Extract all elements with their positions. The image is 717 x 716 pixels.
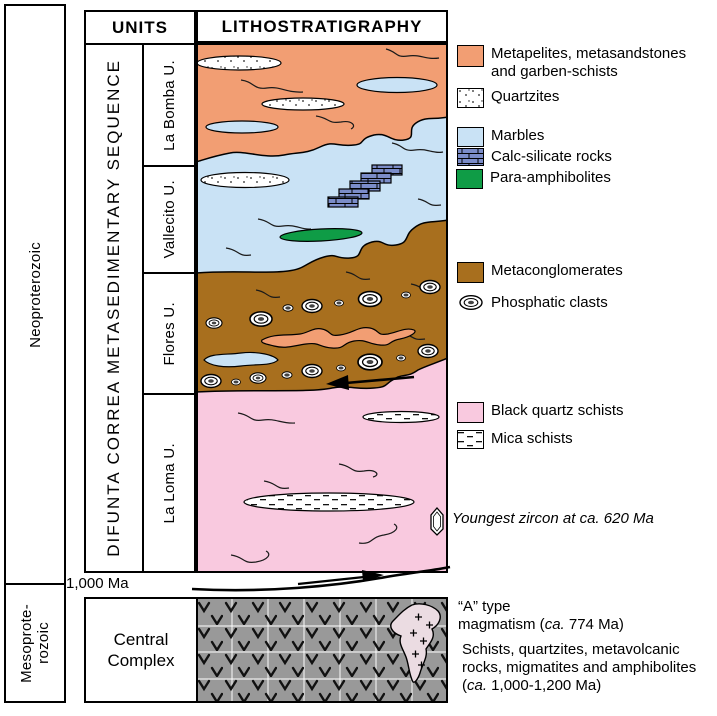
lithostratigraphy-header-label: LITHOSTRATIGRAPHY xyxy=(221,16,423,36)
litho-column xyxy=(196,43,448,573)
shear-arrow-tail xyxy=(297,575,365,586)
legend-phosphatic-clasts: Phosphatic clasts xyxy=(458,294,608,312)
legend-phosphatic-clasts-label: Phosphatic clasts xyxy=(491,294,608,311)
phosphatic-clast-icon xyxy=(459,294,483,311)
units-header-divider xyxy=(86,43,194,45)
era-neoproterozoic-label: Neoproterozoic xyxy=(26,241,44,348)
unit-row-flores: Flores U. xyxy=(144,274,194,393)
calc-silicate-swatch xyxy=(457,148,484,166)
para-amphibolite-lens xyxy=(279,228,363,242)
legend-marbles-label: Marbles xyxy=(491,127,545,144)
sequence-label: DIFUNTA CORREA METASEDIMENTARY SEQUENCE xyxy=(104,59,123,557)
unit-row-la-loma: La Loma U. xyxy=(144,395,194,571)
unit-divider-3 xyxy=(144,393,194,395)
sequence-column: DIFUNTA CORREA METASEDIMENTARY SEQUENCE xyxy=(86,45,142,571)
unit-row-la-bomba: La Bomba U. xyxy=(144,45,194,165)
central-complex-label: Central Complex xyxy=(107,630,175,670)
phosphatic-clasts xyxy=(200,279,441,389)
unit-label-vallecito: Vallecito U. xyxy=(160,180,178,259)
legend-quartzites-label: Quartzites xyxy=(491,88,560,105)
thrust-arrow-left xyxy=(326,375,415,390)
legend-black-quartz-schists: Black quartz schists xyxy=(457,402,624,423)
boundary-flores-la-loma xyxy=(196,357,448,393)
lithostratigraphy-header: LITHOSTRATIGRAPHY xyxy=(196,10,448,43)
era-column: Neoproterozoic Mesoprote- rozoic xyxy=(4,4,66,703)
quartzite-lenses xyxy=(196,55,345,189)
intrusion-plus-marks xyxy=(410,613,433,669)
basal-detachment xyxy=(191,565,451,592)
quartzites-swatch xyxy=(457,88,484,108)
a-type-annotation: “A” type magmatism (ca. 774 Ma) xyxy=(458,598,624,634)
unit-row-vallecito: Vallecito U. xyxy=(144,167,194,272)
central-complex-lithology xyxy=(196,599,446,701)
metapelites-swatch xyxy=(457,45,484,67)
a-type-line2: magmatism (ca. 774 Ma) xyxy=(458,616,624,633)
era-neoproterozoic: Neoproterozoic xyxy=(6,6,64,583)
legend-metaconglomerates: Metaconglomerates xyxy=(457,262,623,283)
central-complex-box: Central Complex xyxy=(84,597,448,703)
units-column: UNITS DIFUNTA CORREA METASEDIMENTARY SEQ… xyxy=(84,10,196,573)
legend-para-amphibolites-label: Para-amphibolites xyxy=(490,169,611,186)
era-mesoproterozoic-label-line2: rozoic xyxy=(35,622,52,664)
legend-calc-silicate-label: Calc-silicate rocks xyxy=(491,148,612,165)
calc-silicate-body xyxy=(327,164,403,208)
units-header: UNITS xyxy=(86,12,194,43)
boundary-vallecito-flores xyxy=(196,219,448,274)
marbles-swatch xyxy=(457,127,484,147)
unit-divider-1 xyxy=(144,165,194,167)
unit-divider-2 xyxy=(144,272,194,274)
legend-metapelites-label: Metapelites, metasandstones and garben-s… xyxy=(491,45,687,80)
a-type-line1: “A” type xyxy=(458,598,511,615)
shear-arrow-head xyxy=(362,570,384,582)
central-complex-label-area: Central Complex xyxy=(86,599,196,701)
mica-schists-swatch xyxy=(457,430,484,449)
units-header-label: UNITS xyxy=(112,17,168,37)
unit-label-flores: Flores U. xyxy=(160,301,178,366)
a-type-intrusion xyxy=(390,603,441,683)
zircon-note: Youngest zircon at ca. 620 Ma xyxy=(452,510,654,527)
legend-black-quartz-schists-label: Black quartz schists xyxy=(491,402,624,419)
legend-metapelites: Metapelites, metasandstones and garben-s… xyxy=(457,45,703,81)
unit-label-la-bomba: La Bomba U. xyxy=(160,59,178,151)
units-vertical-divider xyxy=(142,43,144,571)
mica-schist-lenses xyxy=(243,410,440,512)
legend-mica-schists: Mica schists xyxy=(457,430,573,449)
legend-marbles: Marbles xyxy=(457,127,544,147)
era-mesoproterozoic: Mesoprote- rozoic xyxy=(6,585,64,701)
legend-metaconglomerates-label: Metaconglomerates xyxy=(491,262,623,279)
zircon-crystal xyxy=(430,507,444,536)
marble-lenses xyxy=(203,76,438,368)
basement-description: Schists, quartzites, metavolcanic rocks,… xyxy=(462,641,697,694)
legend-calc-silicate: Calc-silicate rocks xyxy=(457,148,612,166)
para-amphibolites-swatch xyxy=(456,169,483,189)
unit-label-la-loma: La Loma U. xyxy=(160,442,178,524)
era-divider xyxy=(6,583,64,585)
litho-column-border xyxy=(196,43,448,573)
legend-para-amphibolites: Para-amphibolites xyxy=(456,169,611,189)
legend-mica-schists-label: Mica schists xyxy=(491,430,573,447)
metaconglomerates-swatch xyxy=(457,262,484,283)
boundary-la-bomba-vallecito xyxy=(196,116,448,163)
legend-quartzites: Quartzites xyxy=(457,88,559,108)
black-quartz-schists-swatch xyxy=(457,402,484,423)
era-mesoproterozoic-label-line1: Mesoprote- xyxy=(18,603,35,683)
boundary-age-label: 1,000 Ma xyxy=(66,575,129,592)
detachment-curve xyxy=(191,565,451,592)
metapelite-lens xyxy=(261,327,416,349)
